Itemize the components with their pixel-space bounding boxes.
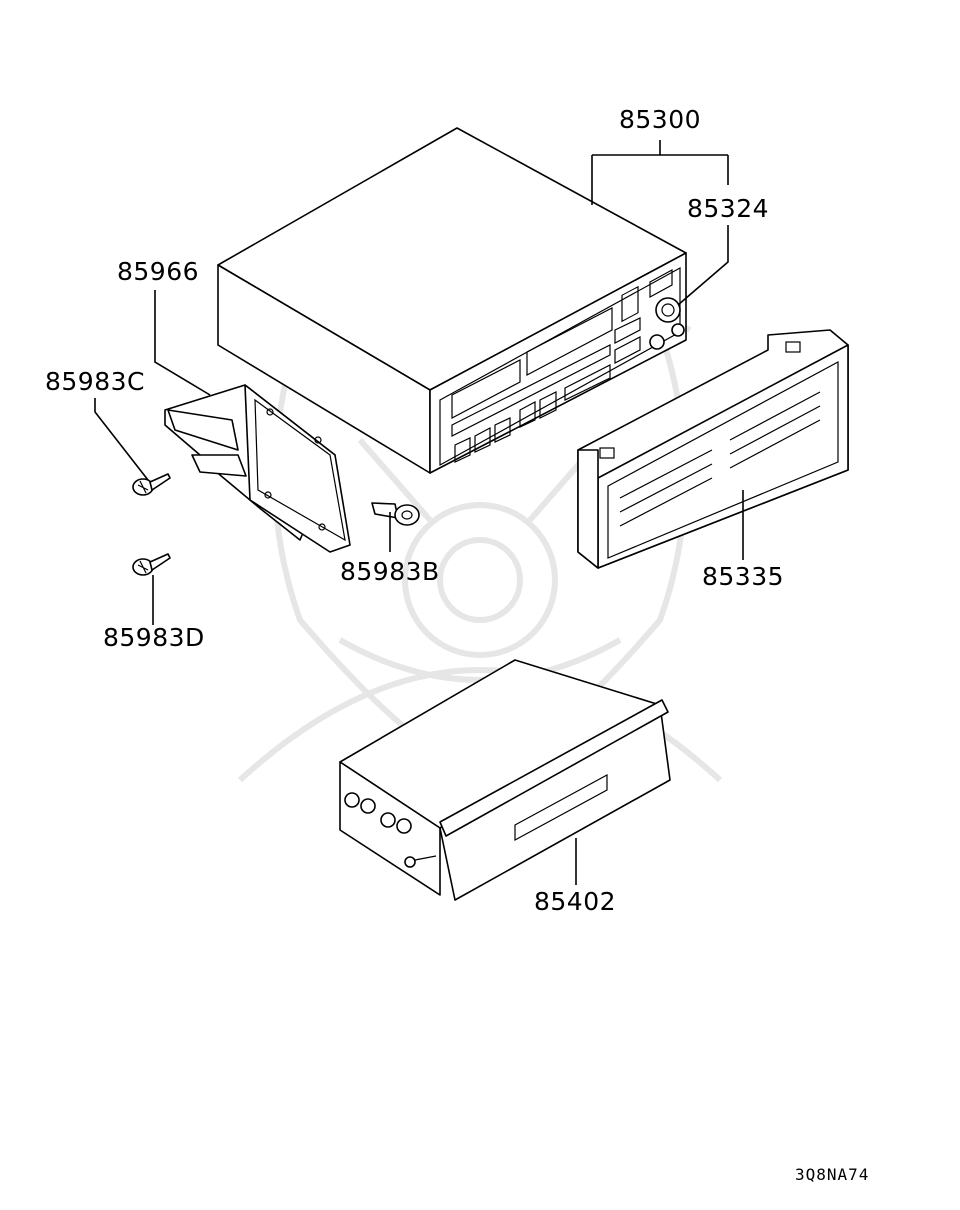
label-85983C: 85983C xyxy=(45,367,145,396)
mounting-bracket xyxy=(164,384,351,553)
label-85324: 85324 xyxy=(687,194,769,223)
diagram-code: 3Q8NA74 xyxy=(795,1165,869,1184)
leader-lines xyxy=(94,140,744,885)
label-85335: 85335 xyxy=(702,562,784,591)
screw-85983C xyxy=(132,473,171,496)
screw-85983B xyxy=(371,502,420,526)
label-85983B: 85983B xyxy=(340,557,440,586)
label-85300: 85300 xyxy=(619,105,701,134)
storage-pocket xyxy=(339,659,671,901)
label-85402: 85402 xyxy=(534,887,616,916)
radio-head-unit xyxy=(217,127,687,474)
callouts: 85300 85324 85966 85983C 85983B 85335 85… xyxy=(45,105,869,1184)
screw-85983D xyxy=(132,553,171,576)
front-panel xyxy=(577,329,849,569)
label-85983D: 85983D xyxy=(103,623,205,652)
label-85966: 85966 xyxy=(117,257,199,286)
